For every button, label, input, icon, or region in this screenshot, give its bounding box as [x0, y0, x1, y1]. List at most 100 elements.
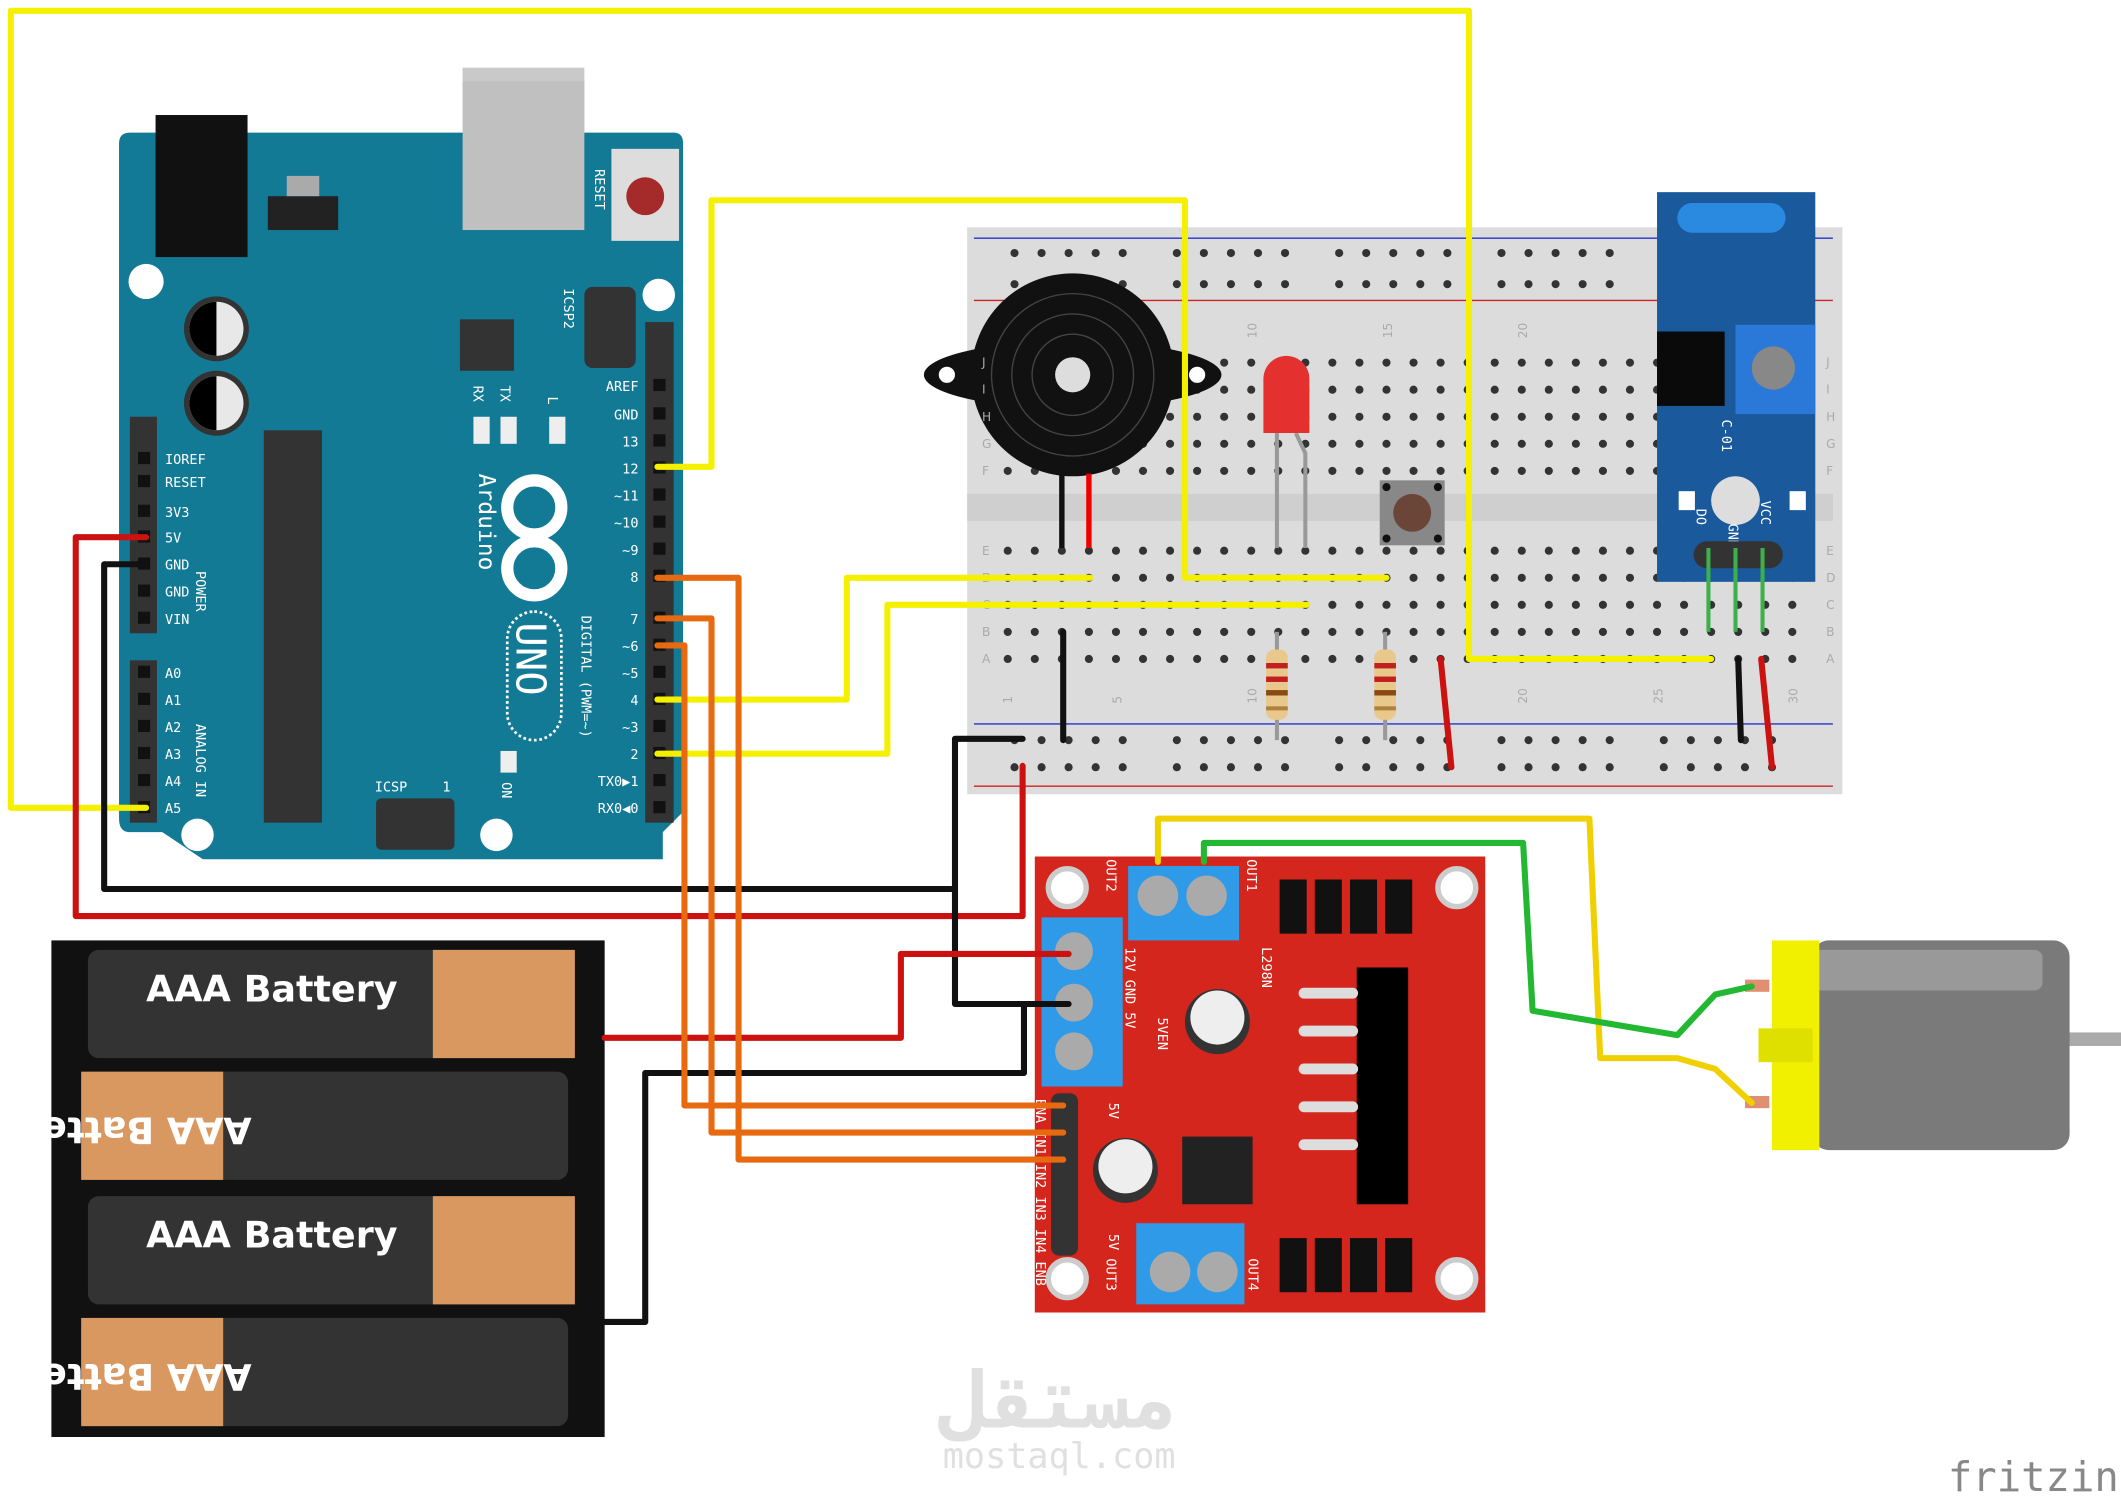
- breadboard-hole[interactable]: [1166, 627, 1175, 636]
- header-pin[interactable]: [137, 474, 151, 488]
- rail-hole[interactable]: [1064, 763, 1073, 772]
- breadboard-hole[interactable]: [1571, 627, 1580, 636]
- rail-hole[interactable]: [1253, 763, 1263, 772]
- rail-hole[interactable]: [1280, 248, 1290, 258]
- breadboard-hole[interactable]: [1166, 573, 1175, 582]
- breadboard-hole[interactable]: [1382, 546, 1391, 555]
- wire-yellow-a5-sensor[interactable]: [7, 7, 1715, 811]
- breadboard-hole[interactable]: [1436, 412, 1445, 421]
- rail-hole[interactable]: [1551, 280, 1560, 289]
- breadboard-hole[interactable]: [1544, 573, 1553, 582]
- rail-hole[interactable]: [1524, 736, 1533, 745]
- breadboard-hole[interactable]: [1571, 600, 1580, 609]
- rail-hole[interactable]: [1199, 763, 1208, 772]
- breadboard-hole[interactable]: [1111, 627, 1121, 636]
- breadboard-hole[interactable]: [1625, 600, 1635, 609]
- breadboard-hole[interactable]: [1003, 466, 1012, 475]
- breadboard-hole[interactable]: [1220, 627, 1229, 636]
- breadboard-hole[interactable]: [1382, 385, 1391, 394]
- breadboard-hole[interactable]: [1598, 412, 1607, 421]
- rail-hole[interactable]: [1578, 248, 1587, 258]
- breadboard-hole[interactable]: [1598, 600, 1607, 609]
- breadboard-hole[interactable]: [1355, 654, 1364, 664]
- rail-hole[interactable]: [1524, 280, 1533, 289]
- rail-hole[interactable]: [1659, 763, 1668, 772]
- breadboard-hole[interactable]: [1247, 466, 1256, 475]
- breadboard-hole[interactable]: [1328, 439, 1337, 448]
- breadboard-hole[interactable]: [1436, 600, 1445, 609]
- breadboard-hole[interactable]: [1193, 654, 1202, 664]
- wire-yellow-pin4[interactable]: [654, 574, 1094, 703]
- breadboard-hole[interactable]: [1409, 358, 1418, 367]
- rail-hole[interactable]: [1037, 763, 1046, 772]
- breadboard-hole[interactable]: [1409, 385, 1418, 394]
- wire-orange-pin7[interactable]: [654, 615, 1067, 1136]
- rail-hole[interactable]: [1335, 736, 1344, 745]
- breadboard-hole[interactable]: [1625, 627, 1635, 636]
- breadboard-hole[interactable]: [1382, 358, 1391, 367]
- rail-hole[interactable]: [1280, 736, 1290, 745]
- rail-hole[interactable]: [1362, 763, 1371, 772]
- rail-hole[interactable]: [1362, 248, 1371, 258]
- rail-hole[interactable]: [1199, 736, 1208, 745]
- breadboard-hole[interactable]: [1490, 600, 1499, 609]
- breadboard-hole[interactable]: [1247, 654, 1256, 664]
- wire-red-battery[interactable]: [601, 950, 1072, 1041]
- breadboard-hole[interactable]: [1409, 439, 1418, 448]
- breadboard-hole[interactable]: [1355, 600, 1364, 609]
- rail-hole[interactable]: [1497, 280, 1506, 289]
- rail-hole[interactable]: [1335, 280, 1344, 289]
- breadboard-hole[interactable]: [1517, 627, 1526, 636]
- breadboard-hole[interactable]: [1490, 358, 1499, 367]
- breadboard-hole[interactable]: [1003, 546, 1012, 555]
- breadboard-hole[interactable]: [1111, 466, 1121, 475]
- breadboard-hole[interactable]: [1193, 466, 1202, 475]
- header-pin[interactable]: [137, 773, 151, 787]
- breadboard-hole[interactable]: [1030, 546, 1039, 555]
- rail-hole[interactable]: [1226, 280, 1235, 289]
- rail-hole[interactable]: [1091, 248, 1100, 258]
- breadboard-hole[interactable]: [1517, 600, 1526, 609]
- wire-orange-pin6[interactable]: [654, 642, 1067, 1109]
- rail-hole[interactable]: [1686, 736, 1695, 745]
- breadboard-hole[interactable]: [1436, 466, 1445, 475]
- rail-hole[interactable]: [1605, 763, 1614, 772]
- breadboard-hole[interactable]: [1625, 546, 1635, 555]
- breadboard-hole[interactable]: [1517, 573, 1526, 582]
- rail-hole[interactable]: [1686, 763, 1695, 772]
- breadboard-hole[interactable]: [1328, 385, 1337, 394]
- rail-hole[interactable]: [1443, 248, 1452, 258]
- breadboard-hole[interactable]: [1166, 439, 1175, 448]
- rail-hole[interactable]: [1605, 736, 1614, 745]
- rail-hole[interactable]: [1037, 248, 1046, 258]
- rail-hole[interactable]: [1605, 248, 1614, 258]
- breadboard-hole[interactable]: [1544, 385, 1553, 394]
- breadboard-hole[interactable]: [1355, 627, 1364, 636]
- breadboard-hole[interactable]: [1030, 654, 1039, 664]
- breadboard-hole[interactable]: [1138, 573, 1148, 582]
- header-pin[interactable]: [653, 665, 666, 678]
- breadboard-hole[interactable]: [1193, 546, 1202, 555]
- breadboard-hole[interactable]: [1436, 627, 1445, 636]
- breadboard-hole[interactable]: [1490, 627, 1499, 636]
- breadboard-hole[interactable]: [1003, 654, 1012, 664]
- rail-hole[interactable]: [1416, 763, 1425, 772]
- rail-hole[interactable]: [1578, 736, 1587, 745]
- breadboard-hole[interactable]: [1409, 627, 1418, 636]
- breadboard-hole[interactable]: [1436, 439, 1445, 448]
- rail-hole[interactable]: [1578, 763, 1587, 772]
- breadboard-hole[interactable]: [1598, 439, 1607, 448]
- breadboard-hole[interactable]: [1084, 654, 1093, 664]
- breadboard-hole[interactable]: [1247, 412, 1256, 421]
- breadboard-hole[interactable]: [1003, 627, 1012, 636]
- rail-hole[interactable]: [1578, 280, 1587, 289]
- rail-hole[interactable]: [1253, 248, 1263, 258]
- rail-hole[interactable]: [1497, 763, 1506, 772]
- breadboard-hole[interactable]: [1544, 600, 1553, 609]
- header-pin[interactable]: [653, 801, 666, 814]
- rail-hole[interactable]: [1010, 248, 1019, 258]
- rail-hole[interactable]: [1389, 280, 1398, 289]
- breadboard-hole[interactable]: [1788, 627, 1797, 636]
- breadboard-hole[interactable]: [1436, 546, 1445, 555]
- rail-hole[interactable]: [1118, 248, 1127, 258]
